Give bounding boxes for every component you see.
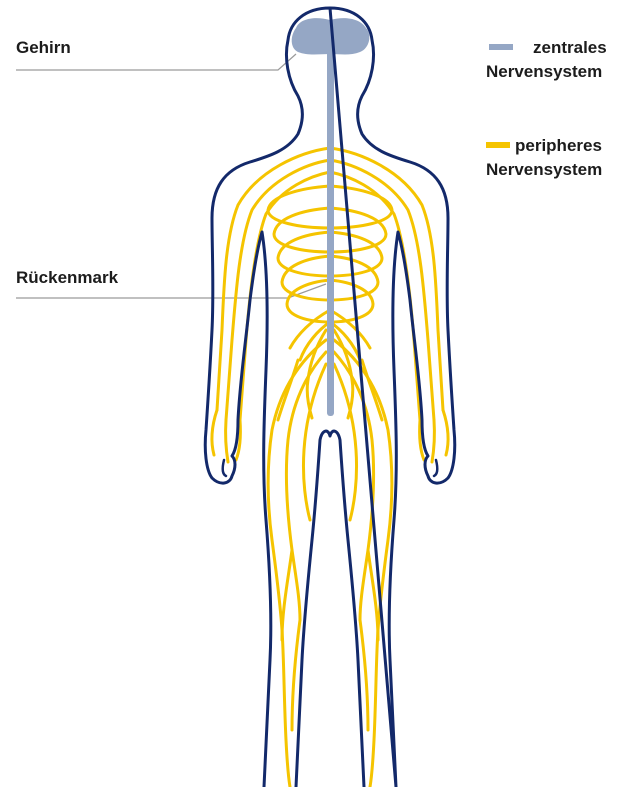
legend-central: zentrales Nervensystem: [486, 36, 636, 84]
nerve-left-leg-outer: [268, 340, 326, 787]
inner-leg-outline: [296, 431, 364, 787]
central-swatch: [489, 44, 513, 50]
legend-peripheral-line1: peripheres: [515, 136, 602, 155]
legend-peripheral-line2: Nervensystem: [486, 158, 636, 182]
spinal-cord: [327, 50, 334, 416]
spinal-cord-label: Rückenmark: [16, 266, 118, 290]
right-hand-outline: [434, 460, 437, 476]
brain-label: Gehirn: [16, 36, 71, 60]
legend-peripheral: peripheres Nervensystem: [486, 134, 636, 182]
peripheral-swatch: [486, 142, 510, 148]
legend-central-line2: Nervensystem: [486, 60, 636, 84]
legend-central-line1: zentrales: [533, 38, 607, 57]
left-hand-outline: [223, 460, 226, 476]
